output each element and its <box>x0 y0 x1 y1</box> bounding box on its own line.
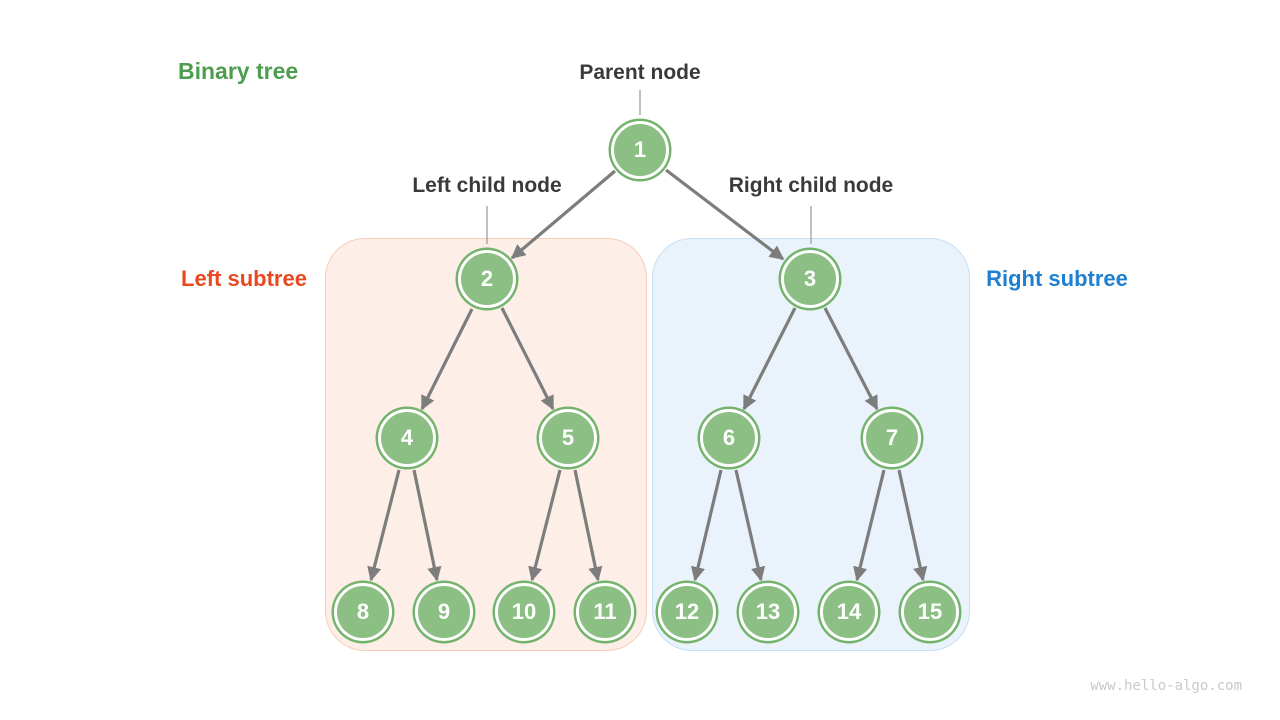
tree-node-4: 4 <box>378 409 436 467</box>
tree-node-3: 3 <box>781 250 839 308</box>
node-value: 12 <box>674 599 700 624</box>
edge-5-10 <box>528 469 562 582</box>
right-child-node-label: Right child node <box>728 174 894 197</box>
tree-node-14: 14 <box>820 583 878 641</box>
edge-7-14 <box>853 469 886 582</box>
node-value: 15 <box>917 599 943 624</box>
tree-node-2: 2 <box>458 250 516 308</box>
right-subtree-label: Right subtree <box>986 266 1128 291</box>
node-value: 8 <box>356 599 370 624</box>
node-value: 1 <box>633 137 647 162</box>
tree-node-13: 13 <box>739 583 797 641</box>
node-value: 10 <box>511 599 537 624</box>
tree-node-9: 9 <box>415 583 473 641</box>
node-value: 3 <box>803 266 817 291</box>
edge-2-4 <box>420 308 474 411</box>
node-value: 11 <box>593 599 617 624</box>
tree-node-15: 15 <box>901 583 959 641</box>
watermark: www.hello-algo.com <box>1090 678 1242 694</box>
edge-6-13 <box>734 469 766 582</box>
tree-node-11: 11 <box>576 583 634 641</box>
left-subtree-label: Left subtree <box>181 266 307 291</box>
tree-node-10: 10 <box>495 583 553 641</box>
edge-6-12 <box>690 469 723 582</box>
tree-node-12: 12 <box>658 583 716 641</box>
edge-5-11 <box>573 469 603 582</box>
node-value: 7 <box>885 425 899 450</box>
tree-node-6: 6 <box>700 409 758 467</box>
edge-1-3 <box>665 168 785 261</box>
node-value: 5 <box>561 425 575 450</box>
node-value: 9 <box>437 599 451 624</box>
edge-7-15 <box>897 469 928 582</box>
tree-node-7: 7 <box>863 409 921 467</box>
node-value: 4 <box>400 425 414 450</box>
edge-1-2 <box>510 169 617 260</box>
node-value: 13 <box>755 599 781 624</box>
edge-2-5 <box>500 307 555 411</box>
tree-node-8: 8 <box>334 583 392 641</box>
node-value: 14 <box>836 599 862 624</box>
edge-4-8 <box>367 469 401 582</box>
parent-node-label: Parent node <box>579 61 701 84</box>
left-child-node-label: Left child node <box>412 174 562 197</box>
tree-node-5: 5 <box>539 409 597 467</box>
node-value: 6 <box>722 425 736 450</box>
edge-3-7 <box>823 307 879 411</box>
edge-4-9 <box>412 469 442 582</box>
edge-3-6 <box>742 307 797 411</box>
tree-node-1: 1 <box>611 121 669 179</box>
node-value: 2 <box>480 266 494 291</box>
diagram-title: Binary tree <box>178 58 299 84</box>
